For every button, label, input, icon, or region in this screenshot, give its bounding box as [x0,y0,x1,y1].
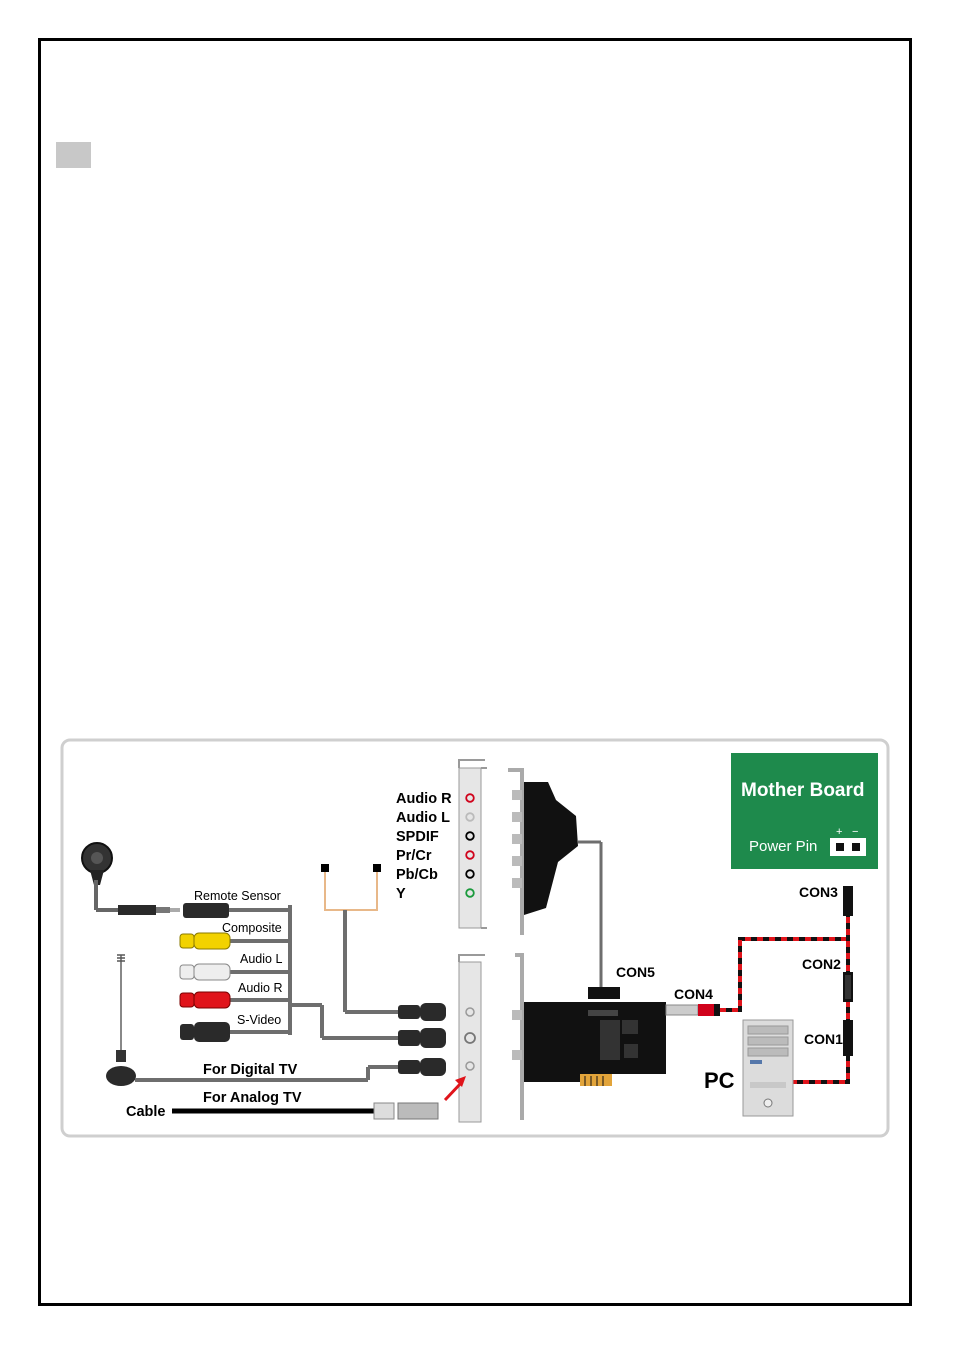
power-pin-plus: + [836,826,842,838]
audio-r-plug [179,991,231,1009]
jack-audio-r [465,793,475,803]
power-pin-label: Power Pin [749,838,817,855]
jack-y [465,888,475,898]
label-con2: CON2 [802,956,841,972]
motherboard-box: Mother Board Power Pin + − [731,753,878,869]
inline-connectors [843,886,853,1056]
bracket-plugs [398,1003,446,1076]
label-spdif: SPDIF [396,829,439,845]
composite-plug [179,932,231,950]
power-cable [720,905,850,1084]
label-remote-sensor: Remote Sensor [194,889,281,903]
motherboard-title: Mother Board [741,780,865,801]
tv-card-pcb [524,987,666,1086]
power-pin-header [830,838,866,856]
label-cable: Cable [126,1104,166,1120]
av-out-card-side [508,768,578,935]
power-pin-minus: − [852,826,858,838]
av-cable-trunk [229,905,398,1040]
section-marker [56,142,91,168]
analog-tv-cable [172,1102,439,1120]
jack-audio-l [465,812,475,822]
label-con5: CON5 [616,964,655,980]
digital-tv-cable [135,1065,398,1082]
label-analog-tv: For Analog TV [203,1090,302,1106]
s-video-plug [180,1022,230,1042]
antenna-icon [106,954,136,1086]
av-out-cable [578,840,603,988]
label-audio-r: Audio R [396,791,452,807]
label-y: Y [396,886,406,902]
label-audio-l: Audio L [396,810,450,826]
tv-card-side [512,953,524,1120]
page-frame [38,38,912,1306]
jack-indicators [465,793,475,898]
jack-spdif [465,831,475,841]
label-digital-tv: For Digital TV [203,1062,298,1078]
con4-plug [665,1004,720,1016]
av-out-bracket [458,759,487,929]
remote-sensor-icon [81,842,229,918]
label-con4: CON4 [674,986,713,1002]
jack-pr-cr [465,850,475,860]
label-composite: Composite [222,921,282,935]
jack-pb-cb [465,869,475,879]
label-pc: PC [704,1068,735,1093]
label-s-video: S-Video [237,1013,281,1027]
label-pr-cr: Pr/Cr [396,848,432,864]
card-bracket [458,954,485,1123]
label-audio-l-cable: Audio L [240,952,282,966]
label-audio-r-cable: Audio R [238,981,282,995]
diagram-panel [60,738,890,1138]
label-con1: CON1 [804,1031,843,1047]
analog-input-arrow-icon [443,1076,466,1102]
label-con3: CON3 [799,884,838,900]
pc-tower-icon [742,1019,794,1117]
audio-l-plug [179,963,231,981]
fm-antenna-wire [321,864,398,1014]
label-pb-cb: Pb/Cb [396,867,438,883]
